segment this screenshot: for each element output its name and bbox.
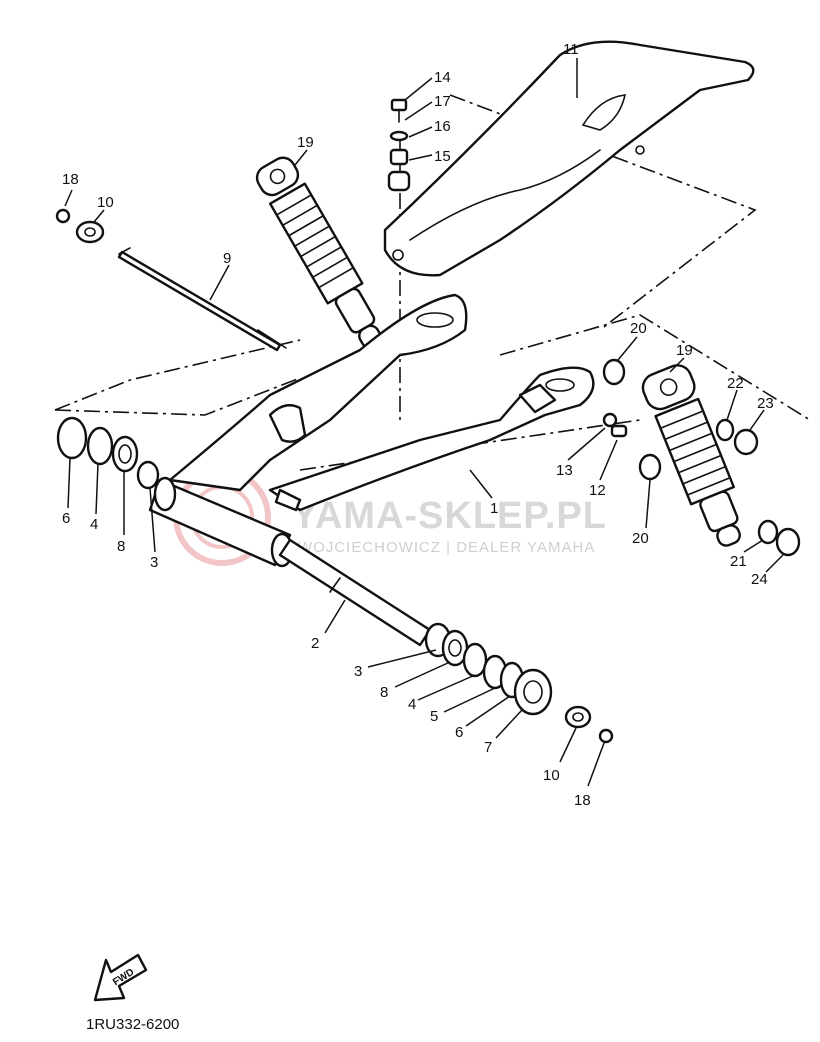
bolt-stack	[387, 98, 411, 192]
callout-21: 21	[730, 553, 747, 570]
callout-1: 1	[490, 500, 498, 517]
callout-3-right: 3	[354, 663, 362, 680]
left-shock-absorber	[255, 156, 382, 349]
callout-22: 22	[727, 375, 744, 392]
callout-14: 14	[434, 69, 451, 86]
callout-12: 12	[589, 482, 606, 499]
callout-20-bottom: 20	[632, 530, 649, 547]
callout-4-right: 4	[408, 696, 416, 713]
pivot-tube	[278, 538, 432, 647]
callout-labels: 11 14 17 16 15 19 18 10 9 20 19 22 23 13…	[62, 41, 774, 809]
chain-case	[383, 40, 755, 277]
swing-arm	[148, 293, 595, 568]
callout-6-right: 6	[455, 724, 463, 741]
right-fasteners	[564, 358, 801, 744]
watermark-subtext: WOJCIECHOWICZ | DEALER YAMAHA	[298, 539, 595, 556]
callout-24: 24	[751, 571, 768, 588]
left-fasteners	[55, 208, 105, 244]
callout-5: 5	[430, 708, 438, 725]
callout-17: 17	[434, 93, 451, 110]
callout-6-left: 6	[62, 510, 70, 527]
front-arrow-icon: FWD	[93, 953, 148, 1002]
watermark: YAMA-SKLEP.PL WOJCIECHOWICZ | DEALER YAM…	[173, 468, 607, 566]
diagram-code: 1RU332-6200	[86, 1016, 180, 1033]
callout-18-bottom: 18	[574, 792, 591, 809]
callout-8-right: 8	[380, 684, 388, 701]
left-bushing-stack	[56, 416, 160, 490]
callout-2: 2	[311, 635, 319, 652]
pivot-shaft	[117, 247, 287, 352]
watermark-text: YAMA-SKLEP.PL	[292, 495, 607, 537]
callout-3-left: 3	[150, 554, 158, 571]
callout-19-left: 19	[297, 134, 314, 151]
right-shock-absorber	[641, 364, 741, 547]
callout-7: 7	[484, 739, 492, 756]
callout-9: 9	[223, 250, 231, 267]
callout-10-bottom: 10	[543, 767, 560, 784]
callout-19-right: 19	[676, 342, 693, 359]
callout-4-left: 4	[90, 516, 98, 533]
leader-lines	[64, 58, 784, 787]
callout-18-top: 18	[62, 171, 79, 188]
right-bushing-stack	[424, 622, 553, 716]
callout-15: 15	[434, 148, 451, 165]
callout-16: 16	[434, 118, 451, 135]
callout-20-top: 20	[630, 320, 647, 337]
callout-13: 13	[556, 462, 573, 479]
callout-10-top: 10	[97, 194, 114, 211]
callout-11: 11	[563, 41, 579, 58]
callout-23: 23	[757, 395, 774, 412]
callout-8-left: 8	[117, 538, 125, 555]
